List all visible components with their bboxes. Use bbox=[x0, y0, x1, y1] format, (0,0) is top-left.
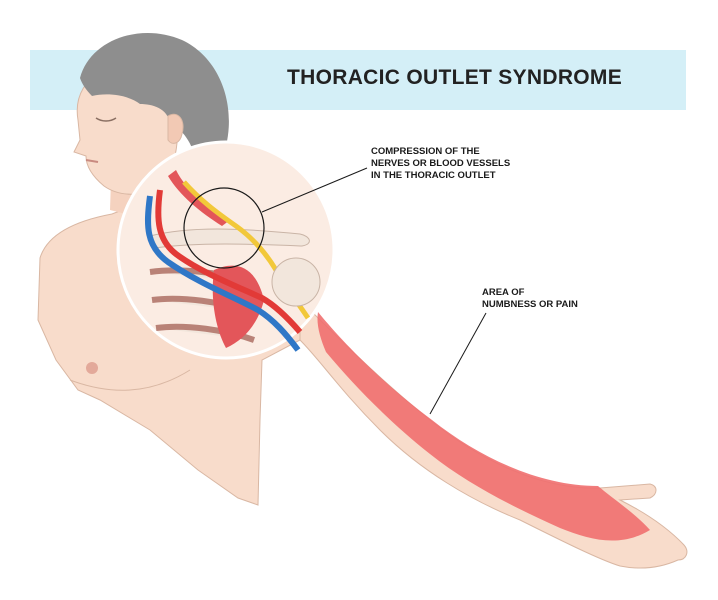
clavicle bbox=[149, 228, 310, 249]
mouth bbox=[85, 159, 99, 163]
numbness-leader bbox=[429, 312, 487, 415]
numbness-callout-line-1: AREA OF bbox=[482, 287, 525, 298]
hair bbox=[80, 32, 229, 178]
compression-callout-line-2: NERVES OR BLOOD VESSELS bbox=[371, 158, 511, 169]
compression-leader bbox=[261, 167, 368, 213]
closed-eye bbox=[95, 117, 117, 122]
compression-callout-line-1: COMPRESSION OF THE bbox=[371, 146, 480, 157]
compression-callout: COMPRESSION OF THE NERVES OR BLOOD VESSE… bbox=[371, 146, 510, 182]
page-title: THORACIC OUTLET SYNDROME bbox=[287, 66, 623, 89]
humeral-head bbox=[271, 257, 321, 307]
focus-circle bbox=[183, 187, 265, 269]
vein bbox=[145, 195, 301, 352]
artery bbox=[155, 189, 303, 334]
compression-callout-line-3: IN THE THORACIC OUTLET bbox=[371, 170, 496, 181]
nipple bbox=[86, 362, 98, 374]
magnified-view bbox=[116, 140, 336, 360]
ear bbox=[167, 113, 184, 144]
pectoralis-minor bbox=[212, 265, 264, 348]
numbness-callout-line-2: NUMBNESS OR PAIN bbox=[482, 299, 578, 310]
pectoral-line bbox=[69, 369, 191, 391]
pain-area bbox=[317, 312, 650, 541]
numbness-callout: AREA OF NUMBNESS OR PAIN bbox=[482, 287, 578, 311]
